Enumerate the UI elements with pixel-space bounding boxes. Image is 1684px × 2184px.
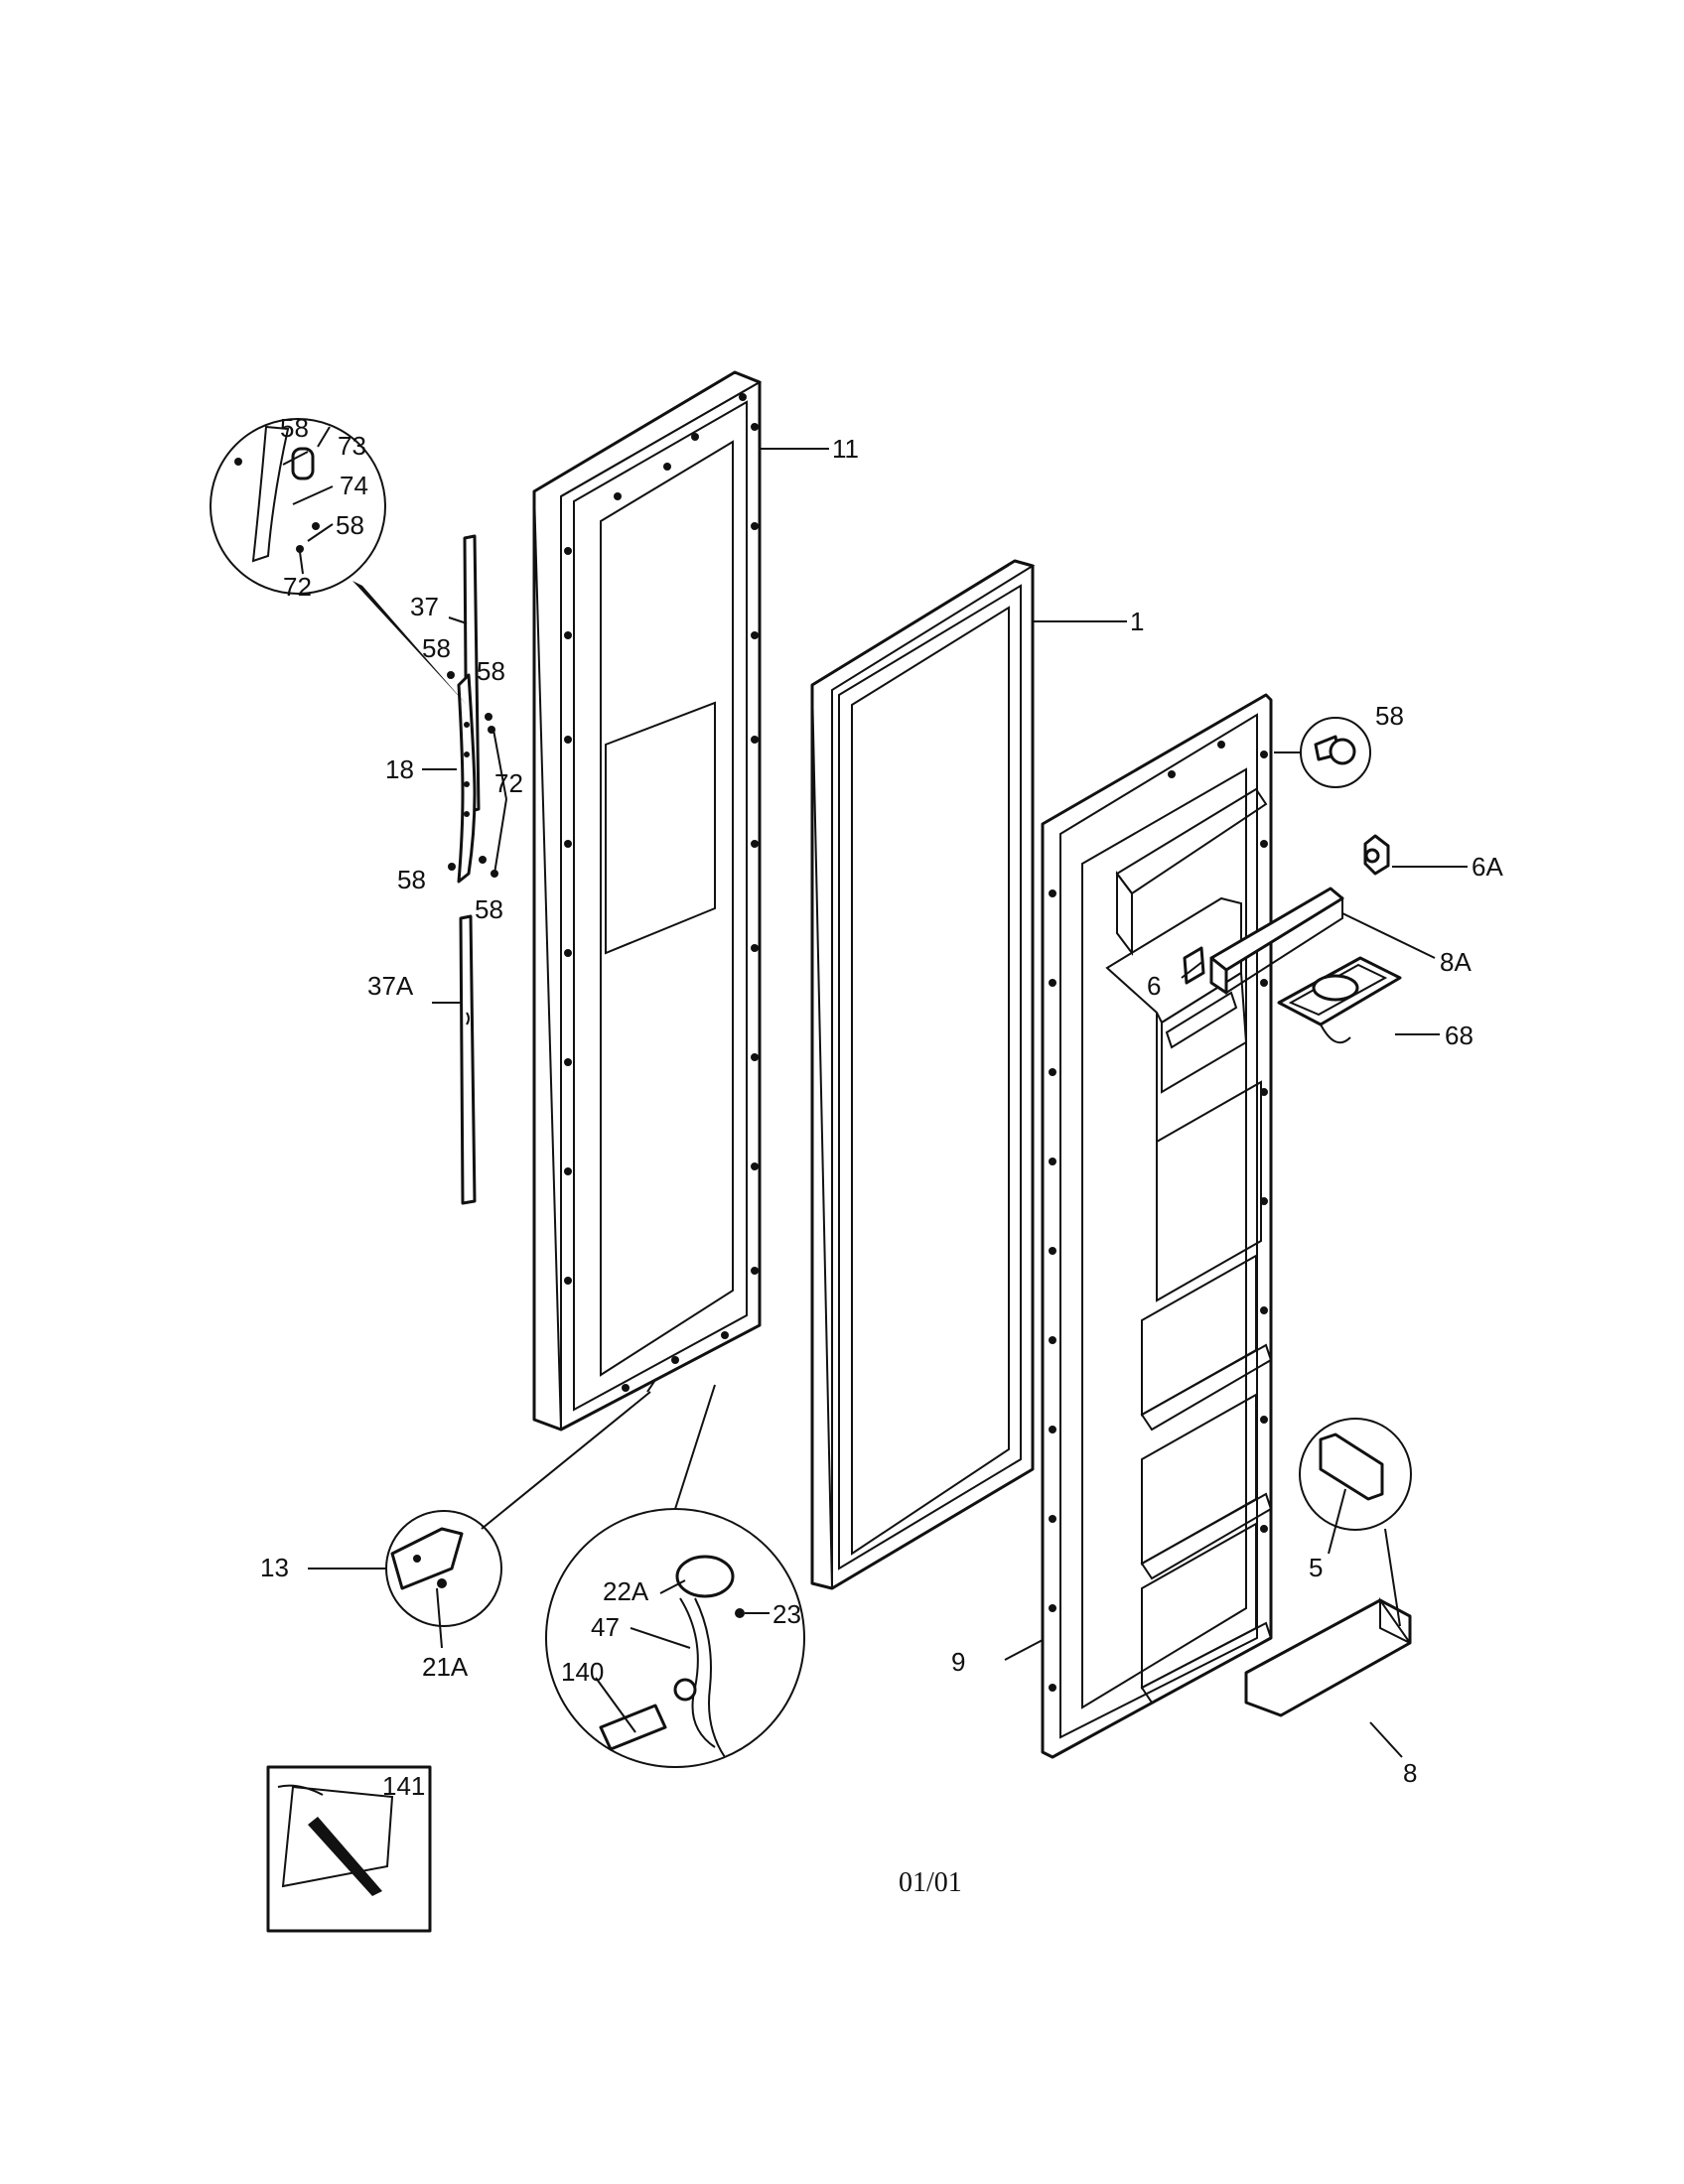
screw-detail-58: [1274, 717, 1371, 788]
handle-detail-circle: [210, 418, 467, 705]
door-gasket: [810, 559, 1036, 1590]
callout-1: 1: [1130, 607, 1144, 636]
callout-58-b: 58: [477, 656, 505, 686]
bracket-6A: [1363, 834, 1390, 876]
callout-73: 73: [338, 431, 366, 461]
callout-labels: 11 1 58 6A 8A 6 68 9 5 8 37 58 58 18 72 …: [260, 413, 1503, 1898]
callout-6A: 6A: [1472, 852, 1503, 882]
callout-72: 72: [494, 768, 523, 798]
callout-47: 47: [591, 1612, 620, 1642]
callout-37A: 37A: [367, 971, 414, 1001]
dispenser-rail-8A: [1209, 887, 1344, 995]
page-code: 01/01: [899, 1867, 962, 1898]
callout-58-e: 58: [280, 413, 309, 443]
callout-141: 141: [382, 1771, 425, 1801]
callout-6: 6: [1147, 971, 1161, 1001]
callout-58-c: 58: [397, 865, 426, 894]
callout-18: 18: [385, 754, 414, 784]
handle-screws: [447, 671, 498, 878]
callout-21A: 21A: [422, 1652, 469, 1682]
callout-13: 13: [260, 1553, 289, 1582]
bin-8: [1244, 1596, 1412, 1717]
callout-5: 5: [1309, 1553, 1323, 1582]
callout-23: 23: [772, 1599, 801, 1629]
handle-trim-37A: [459, 914, 477, 1205]
door-inner-liner: [1041, 693, 1273, 1759]
callout-58-screw: 58: [1375, 701, 1404, 731]
callout-22A: 22A: [603, 1576, 649, 1606]
callout-8: 8: [1403, 1758, 1417, 1788]
callout-58-d: 58: [475, 894, 503, 924]
callout-140: 140: [561, 1657, 604, 1687]
literature-box-141: [266, 1765, 432, 1933]
leader-lines: [282, 426, 1468, 1758]
callout-8A: 8A: [1440, 947, 1472, 977]
switch-detail-22A: [545, 1384, 805, 1768]
callout-58-a: 58: [422, 633, 451, 663]
bin-clip-detail-5: [1299, 1418, 1412, 1531]
callout-37: 37: [410, 592, 439, 621]
callout-68: 68: [1445, 1021, 1474, 1050]
dispenser-pad-68: [1277, 956, 1402, 1044]
callout-72-detail: 72: [283, 572, 312, 602]
callout-58-f: 58: [336, 510, 364, 540]
callout-9: 9: [951, 1647, 965, 1677]
handle-18: [457, 673, 477, 884]
callout-74: 74: [340, 471, 368, 500]
callout-11: 11: [832, 434, 859, 464]
door-outer-panel: [532, 370, 763, 1432]
